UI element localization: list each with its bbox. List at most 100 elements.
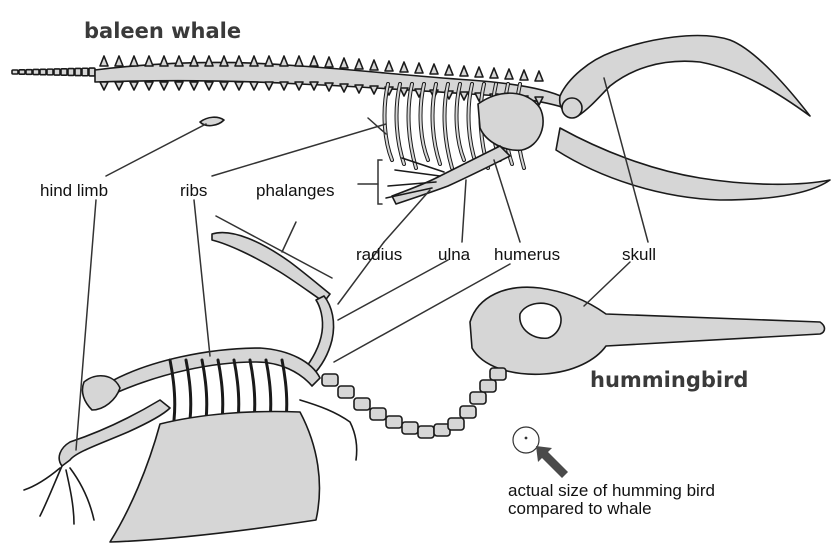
whale-vertebra-spike <box>174 55 184 67</box>
label-ulna: ulna <box>438 245 471 264</box>
whale-vertebrae-spikes <box>99 55 544 106</box>
whale-vertebra-spike <box>279 81 289 91</box>
whale-vertebra-spike <box>534 96 544 106</box>
leader-lines <box>75 77 649 451</box>
leader-skull-whale <box>603 77 649 243</box>
whale-vertebra-spike <box>99 55 109 67</box>
whale-vertebra-spike <box>369 59 379 71</box>
whale-vertebra-spike <box>219 81 229 91</box>
bird-neck-vertebrae <box>321 367 507 439</box>
leader-ribs-whale-b <box>367 117 387 135</box>
whale-vertebra-spike <box>324 56 334 68</box>
leader-hind-limb-whale <box>105 123 207 177</box>
whale-vertebra-spike <box>324 82 334 92</box>
whale-tail-vertebra <box>46 68 54 76</box>
whale-vertebra-spike <box>504 68 514 80</box>
whale-vertebra-spike <box>519 69 529 81</box>
leader-humerus-bird <box>333 263 511 363</box>
whale-skull-joint <box>561 97 583 119</box>
whale-vertebra-spike <box>264 55 274 67</box>
leader-radius-whale <box>383 189 431 243</box>
leader-radius-bird <box>337 241 385 305</box>
leader-hind-limb-bird <box>75 199 97 451</box>
leader-skull-bird <box>583 261 631 307</box>
whale-vertebra-spike <box>414 62 424 74</box>
whale-rib-fill <box>443 83 453 169</box>
whale-tail-vertebra <box>88 67 96 77</box>
whale-rib-fill <box>395 83 405 165</box>
whale-vertebra-spike <box>354 58 364 70</box>
whale-vertebra-spike <box>309 81 319 91</box>
phalanges-bracket <box>377 159 383 205</box>
whale-vertebra-spike <box>384 60 394 72</box>
whale-lower-jaw <box>555 127 831 201</box>
actual-size-circle <box>512 426 540 454</box>
whale-vertebra-spike <box>204 55 214 67</box>
hummingbird-skeleton <box>23 231 826 543</box>
whale-rib-fill <box>419 83 429 161</box>
bird-rib <box>200 358 209 422</box>
whale-vertebra-spike <box>144 55 154 67</box>
actual-size-marker <box>512 426 568 478</box>
bird-rib <box>216 358 225 422</box>
whale-vertebra-spike <box>294 81 304 91</box>
whale-tail-vertebra <box>11 69 19 75</box>
whale-tail-vertebra <box>39 68 47 76</box>
whale-vertebra-spike <box>219 55 229 67</box>
bird-rib <box>168 358 177 422</box>
whale-tail-vertebra <box>60 67 68 77</box>
actual-size-note: actual size of humming bird compared to … <box>508 482 715 518</box>
whale-title: baleen whale <box>84 19 242 43</box>
whale-phalanges-bones <box>385 157 445 199</box>
label-phalanges: phalanges <box>256 181 335 200</box>
whale-scapula <box>477 92 544 152</box>
whale-vertebra-spike <box>189 55 199 67</box>
whale-tail-vertebra <box>67 67 75 77</box>
whale-vertebra-spike <box>234 55 244 67</box>
whale-skull <box>558 34 811 118</box>
actual-size-note-line1: actual size of humming bird <box>508 481 715 500</box>
whale-vertebra-spike <box>114 81 124 91</box>
whale-vertebra-spike <box>114 55 124 67</box>
phalanges-bird-range <box>215 215 333 279</box>
whale-vertebra-spike <box>459 91 469 101</box>
whale-tail-vertebrae <box>11 67 96 77</box>
whale-vertebra-spike <box>459 65 469 77</box>
whale-vertebra-spike <box>249 55 259 67</box>
whale-vertebra-spike <box>99 81 109 91</box>
bird-furcula <box>299 399 358 461</box>
actual-size-arrow <box>536 446 568 478</box>
whale-tail-vertebra <box>53 68 61 76</box>
whale-tail-vertebra <box>25 68 33 76</box>
whale-vertebra-spike <box>204 81 214 91</box>
bird-rib <box>232 358 241 422</box>
bird-neck-vertebra <box>447 417 465 431</box>
leader-phalanges-bird <box>281 221 297 253</box>
leader-ribs-whale <box>211 123 387 177</box>
bird-neck-vertebra <box>369 407 387 421</box>
bird-neck-vertebra <box>459 405 477 419</box>
bird-neck-vertebra <box>417 425 435 439</box>
whale-vertebra-spike <box>339 57 349 69</box>
actual-size-note-line2: compared to whale <box>508 498 652 518</box>
whale-rib-fill <box>383 83 393 161</box>
bird-neck-vertebra <box>321 373 339 387</box>
whale-vertebra-spike <box>189 81 199 91</box>
bird-neck-vertebra <box>337 385 355 399</box>
bird-pelvis <box>81 375 121 411</box>
whale-vertebra-spike <box>399 61 409 73</box>
whale-vertebra-spike <box>399 87 409 97</box>
whale-vertebra-spike <box>129 55 139 67</box>
whale-flipper-bones <box>391 145 511 205</box>
label-radius: radius <box>356 245 403 264</box>
bird-neck-vertebra <box>489 367 507 381</box>
whale-vertebra-spike <box>294 55 304 67</box>
bird-keel-sternum <box>109 410 321 543</box>
bird-neck-vertebra <box>401 421 419 435</box>
bird-spine <box>109 347 321 393</box>
actual-size-dot <box>524 436 528 440</box>
whale-rib-fill <box>431 83 441 165</box>
whale-vertebra-spike <box>174 81 184 91</box>
